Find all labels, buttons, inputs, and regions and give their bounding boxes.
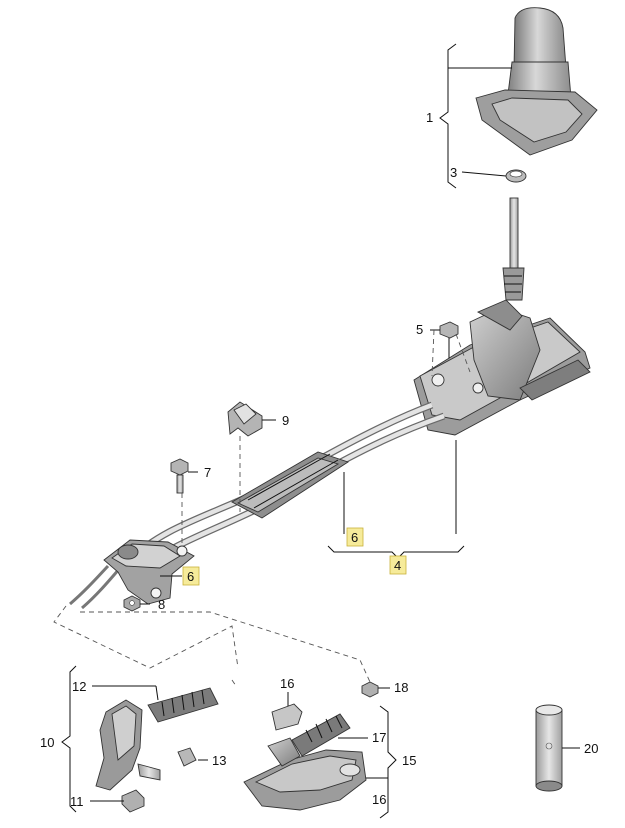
clip-part-13 bbox=[177, 747, 197, 767]
callout-4-highlight bbox=[389, 555, 407, 575]
bush-part-16 bbox=[271, 703, 303, 731]
callout-15: 15 bbox=[402, 753, 416, 768]
callout-16-lower: 16 bbox=[372, 792, 386, 807]
callout-10: 10 bbox=[40, 735, 54, 750]
callout-16-upper: 16 bbox=[280, 676, 294, 691]
shift-housing-part bbox=[413, 299, 591, 436]
gear-knob-boot-part bbox=[475, 7, 598, 156]
callout-11: 11 bbox=[70, 794, 84, 809]
callout-6-lower: 6 bbox=[187, 569, 194, 584]
callout-9: 9 bbox=[282, 413, 289, 428]
callout-20: 20 bbox=[584, 741, 598, 756]
block-part-11 bbox=[121, 789, 145, 813]
callout-13: 13 bbox=[212, 753, 226, 768]
callout-1: 1 bbox=[426, 110, 433, 125]
callout-4: 4 bbox=[394, 558, 401, 573]
callout-17: 17 bbox=[372, 730, 386, 745]
callout-3: 3 bbox=[450, 165, 457, 180]
callout-8: 8 bbox=[158, 597, 165, 612]
screw-part-7 bbox=[170, 458, 189, 494]
leader-lines bbox=[61, 43, 580, 819]
callout-6-lower-highlight bbox=[182, 566, 200, 586]
shift-lever-rod bbox=[502, 197, 525, 301]
hex-bolt-part-5 bbox=[439, 321, 459, 358]
callout-5: 5 bbox=[416, 322, 423, 337]
dashed-guide-lines bbox=[53, 329, 471, 687]
lever-assembly-part-10 bbox=[95, 687, 219, 791]
callout-7: 7 bbox=[204, 465, 211, 480]
cable-bracket-part bbox=[103, 539, 195, 605]
callout-12: 12 bbox=[72, 679, 86, 694]
callout-18: 18 bbox=[394, 680, 408, 695]
nut-part-18 bbox=[361, 681, 379, 698]
clip-ring-part bbox=[505, 169, 527, 183]
callout-6-upper-highlight bbox=[346, 527, 364, 547]
callout-labels: 1 3 5 9 7 6 4 6 8 12 10 13 11 16 18 17 1… bbox=[40, 110, 598, 809]
lever-assembly-part-15 bbox=[243, 713, 367, 811]
callout-6-upper: 6 bbox=[351, 530, 358, 545]
grease-tube-part-20 bbox=[535, 704, 563, 792]
nut-part-8 bbox=[123, 595, 141, 612]
bracket-part-9 bbox=[227, 401, 263, 437]
selector-cables-part bbox=[69, 401, 446, 610]
